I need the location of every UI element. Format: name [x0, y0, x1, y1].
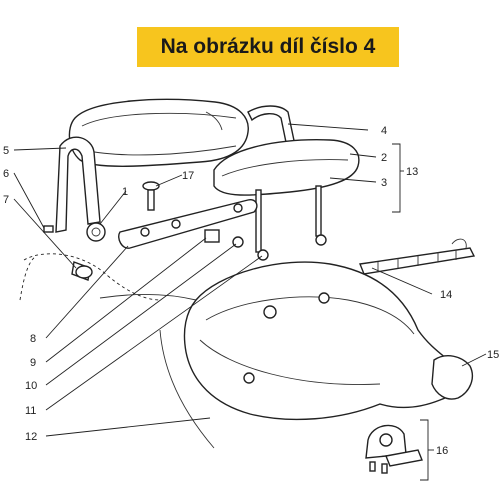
callout-12: 12: [25, 431, 37, 443]
callout-7: 7: [3, 194, 9, 206]
callout-2: 2: [381, 152, 387, 164]
leader-lines: [13, 123, 487, 481]
callout-labels: 5 6 7 1 17 4 2 3 13 14 15 16 8 9 10 11 1…: [3, 125, 499, 457]
side-support-bar: [55, 136, 106, 242]
callout-8: 8: [30, 333, 36, 345]
callout-17: 17: [182, 170, 194, 182]
callout-5: 5: [3, 145, 9, 157]
mounting-bracket: [118, 198, 258, 249]
callout-15: 15: [487, 349, 499, 361]
callout-13: 13: [406, 166, 418, 178]
callout-10: 10: [25, 380, 37, 392]
main-seat: [183, 261, 474, 421]
banner-title: Na obrázku díl číslo 4: [160, 35, 376, 58]
callout-1: 1: [122, 186, 128, 198]
rack-strip: [359, 238, 476, 275]
callout-14: 14: [440, 289, 452, 301]
callout-16: 16: [436, 445, 448, 457]
title-banner: Na obrázku díl číslo 4: [137, 27, 399, 67]
callout-11: 11: [25, 405, 36, 417]
callout-3: 3: [381, 177, 387, 189]
backrest-pad: [68, 98, 249, 167]
bolt-parts: [43, 225, 93, 281]
callout-9: 9: [30, 357, 36, 369]
callout-6: 6: [3, 168, 9, 180]
hinge-bracket: [365, 424, 423, 474]
passenger-backrest: [213, 139, 360, 261]
callout-4: 4: [381, 125, 387, 137]
screw: [142, 181, 160, 211]
frame-outline: [19, 253, 215, 449]
